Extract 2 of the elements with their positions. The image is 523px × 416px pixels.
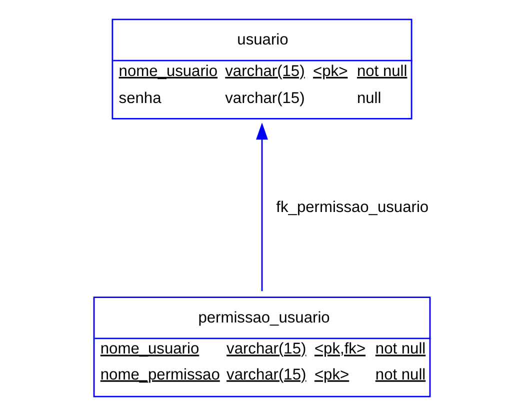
- edge-label: fk_permissao_usuario: [276, 198, 428, 216]
- arrow: [256, 122, 268, 292]
